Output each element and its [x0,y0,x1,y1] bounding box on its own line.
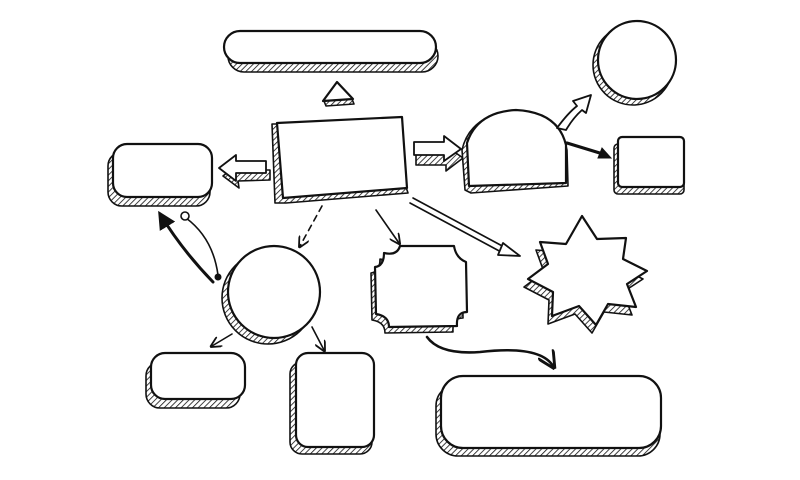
bold-arrow-right [565,141,613,159]
thin-arrow-down-right [311,326,324,350]
starburst [523,214,649,334]
scroll-box [370,244,469,334]
curved-hollow-arrow-up [556,94,592,131]
bottom-wide-pill [435,374,663,457]
hollow-arrow-right [413,135,464,172]
hollow-arrow-left [218,154,271,189]
bottom-tall-box [289,351,376,455]
thin-arrow-down [375,209,399,243]
middle-circle [221,244,322,345]
dome [461,108,569,194]
top-circle [592,19,678,106]
curved-arrow-down-left [158,210,215,284]
right-small-box [613,135,686,195]
dashed-arrow-down [300,205,323,246]
central-rectangle [271,115,409,204]
left-rounded-box [107,142,214,207]
thin-arrow-down-left [212,333,233,346]
long-double-arrow [409,197,521,257]
up-triangle-marker [321,80,355,107]
bottom-left-pill [145,351,247,409]
top-pill [222,29,439,73]
curved-connector-circle [180,211,222,281]
curved-arrow-bottom [425,335,553,366]
